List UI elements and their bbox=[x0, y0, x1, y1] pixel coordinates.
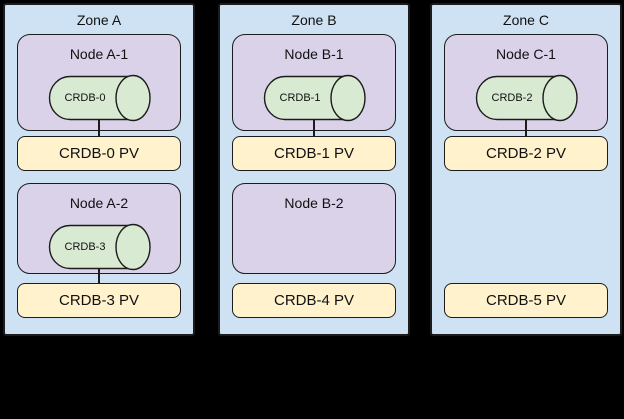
connector-line bbox=[98, 268, 100, 284]
pv-crdb-4: CRDB-4 PV bbox=[232, 283, 396, 318]
pv-crdb-0: CRDB-0 PV bbox=[17, 136, 181, 171]
zone-title: Zone C bbox=[503, 12, 549, 28]
pv-label: CRDB-3 PV bbox=[58, 292, 140, 309]
db-cylinder-icon bbox=[263, 74, 366, 122]
db-cylinder-icon bbox=[48, 223, 151, 271]
connector-line bbox=[313, 120, 315, 137]
node-c-1: Node C-1 CRDB-2 bbox=[444, 34, 608, 131]
pv-crdb-2: CRDB-2 PV bbox=[444, 136, 608, 171]
pv-label: CRDB-4 PV bbox=[273, 292, 355, 309]
zone-title: Zone B bbox=[291, 12, 337, 28]
db-cylinder-icon bbox=[48, 74, 151, 122]
db-cylinder-icon bbox=[475, 74, 578, 122]
pv-label: CRDB-0 PV bbox=[58, 145, 140, 162]
cylinder-crdb-0: CRDB-0 bbox=[46, 73, 152, 123]
connector-line bbox=[525, 120, 527, 137]
cylinder-label: CRDB-2 bbox=[491, 92, 533, 104]
node-b-1: Node B-1 CRDB-1 bbox=[232, 34, 396, 131]
zone-title: Zone A bbox=[76, 12, 122, 28]
zone-b: Zone B Node B-1 CRDB-1 CRDB-1 PV Node B-… bbox=[218, 3, 410, 336]
node-label: Node B-1 bbox=[284, 46, 344, 62]
cylinder-crdb-1: CRDB-1 bbox=[261, 73, 367, 123]
node-label: Node A-1 bbox=[69, 46, 129, 62]
node-label: Node B-2 bbox=[284, 195, 344, 211]
pv-crdb-3: CRDB-3 PV bbox=[17, 283, 181, 318]
node-label: Node A-2 bbox=[69, 195, 129, 211]
cylinder-crdb-2: CRDB-2 bbox=[473, 73, 579, 123]
pv-label: CRDB-5 PV bbox=[485, 292, 567, 309]
pv-label: CRDB-1 PV bbox=[273, 145, 355, 162]
zone-a: Zone A Node A-1 CRDB-0 CRDB-0 PV Node A-… bbox=[3, 3, 195, 336]
pv-label: CRDB-2 PV bbox=[485, 145, 567, 162]
cylinder-label: CRDB-0 bbox=[64, 92, 106, 104]
cylinder-label: CRDB-1 bbox=[279, 92, 321, 104]
node-a-1: Node A-1 CRDB-0 bbox=[17, 34, 181, 131]
cylinder-crdb-3: CRDB-3 bbox=[46, 222, 152, 272]
connector-line bbox=[98, 120, 100, 137]
pv-crdb-5: CRDB-5 PV bbox=[444, 283, 608, 318]
cylinder-label: CRDB-3 bbox=[64, 241, 106, 253]
node-b-2: Node B-2 bbox=[232, 183, 396, 274]
zone-c: Zone C Node C-1 CRDB-2 CRDB-2 PV CRDB-5 … bbox=[430, 3, 622, 336]
node-label: Node C-1 bbox=[496, 46, 556, 62]
pv-crdb-1: CRDB-1 PV bbox=[232, 136, 396, 171]
node-a-2: Node A-2 CRDB-3 bbox=[17, 183, 181, 274]
